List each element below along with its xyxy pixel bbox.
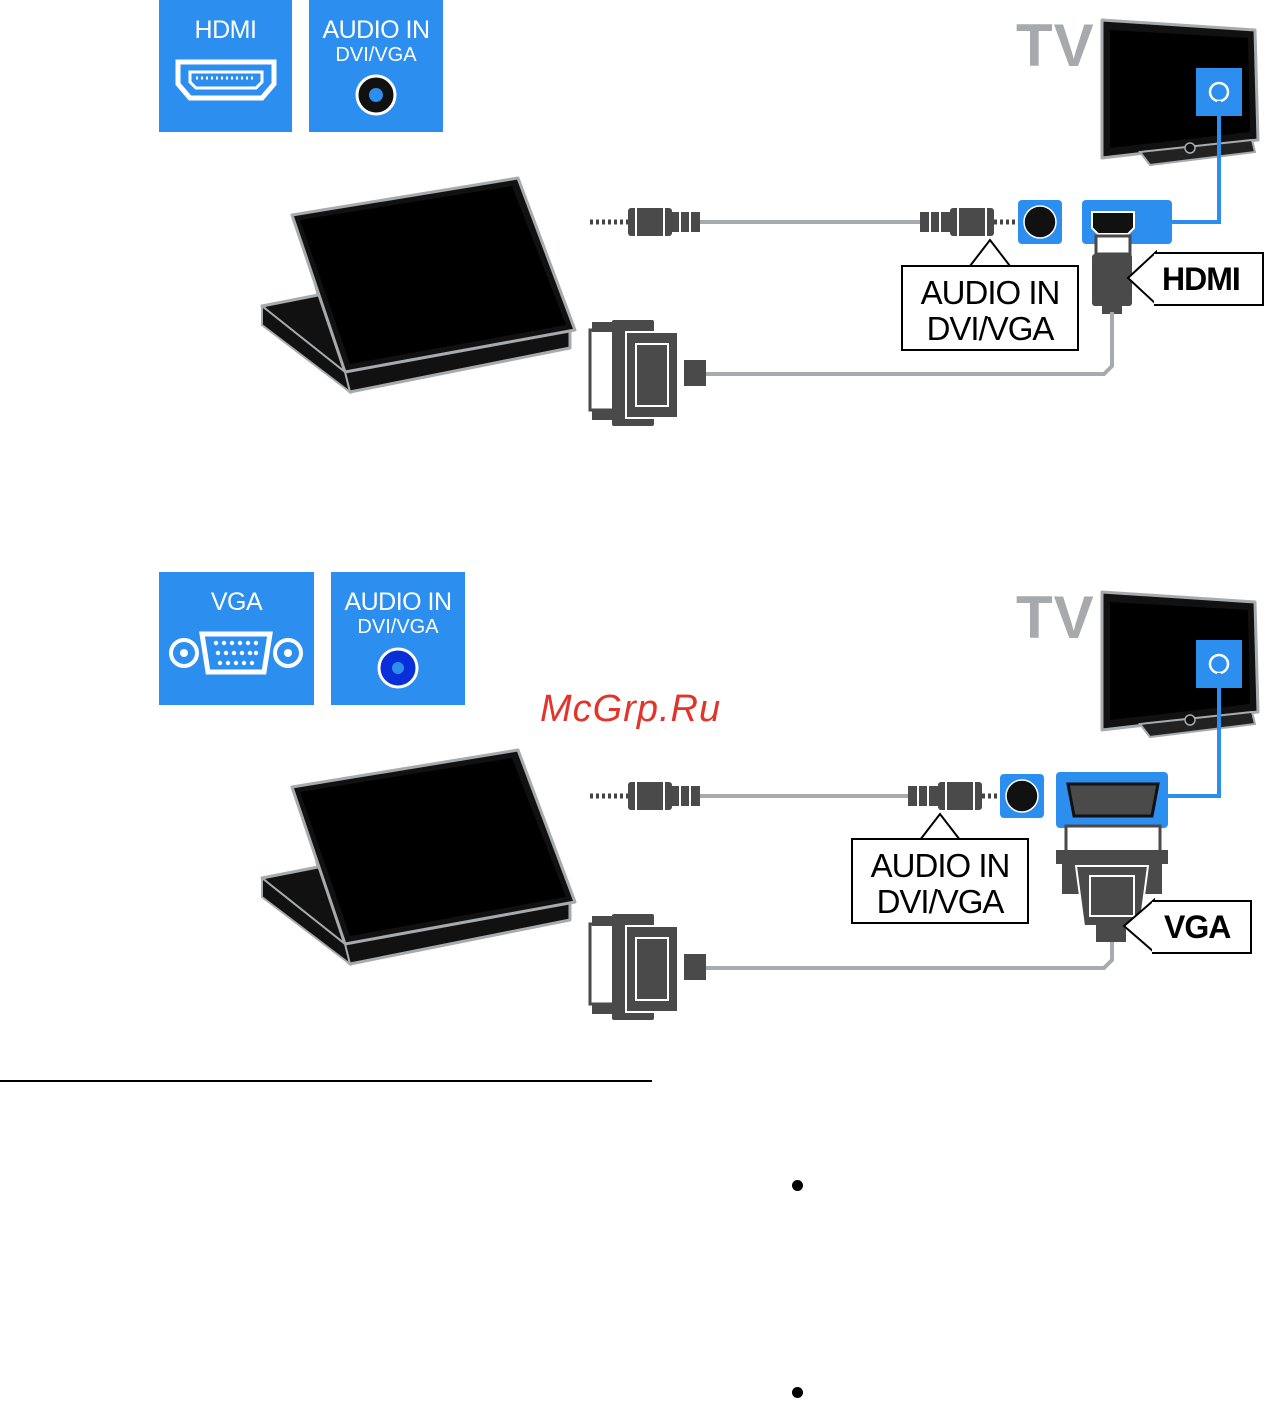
hdmi-socket-1-slot xyxy=(1092,212,1134,234)
watermark: McGrp.Ru xyxy=(540,690,721,728)
vga-plug-2-neck xyxy=(1096,924,1126,942)
dvi-cable-2 xyxy=(706,942,1112,968)
audio-plug-left-2 xyxy=(590,782,700,810)
vga-tag-box-2: VGA xyxy=(1152,900,1252,954)
bullet-1 xyxy=(792,1180,803,1191)
callout-1-line1: AUDIO IN xyxy=(903,275,1077,311)
dsub-connector-2 xyxy=(590,914,706,1020)
bullet-2 xyxy=(792,1387,803,1398)
callout-2-line1: AUDIO IN xyxy=(853,848,1027,884)
audio-in-callout-2: AUDIO IN DVI/VGA xyxy=(851,838,1029,924)
hdmi-tag-label: HDMI xyxy=(1162,263,1240,295)
hdmi-tag-pointer-1 xyxy=(1128,252,1156,304)
hdmi-plug-1-neck xyxy=(1102,300,1122,314)
section-rule xyxy=(0,1080,652,1082)
vga-plug-2-face xyxy=(1090,876,1134,916)
laptop-1 xyxy=(262,178,575,392)
callout-1-line2: DVI/VGA xyxy=(903,311,1077,347)
hdmi-plug-1-body xyxy=(1092,254,1132,306)
hdmi-plug-1 xyxy=(1096,236,1130,254)
vga-plug-2-ring xyxy=(1066,826,1160,852)
callout-pointer-2 xyxy=(920,814,960,840)
audio-plug-right-2 xyxy=(908,782,1016,810)
callout-2-line2: DVI/VGA xyxy=(853,884,1027,920)
audio-plug-left-1 xyxy=(590,208,700,236)
audio-socket-1-hole xyxy=(1024,206,1056,238)
vga-tag-label: VGA xyxy=(1164,911,1230,943)
dsub-connector-1 xyxy=(590,320,706,426)
laptop-2 xyxy=(262,750,575,964)
audio-plug-right-1 xyxy=(920,208,1028,236)
audio-socket-2-hole xyxy=(1006,780,1038,812)
hdmi-tag-box-1: HDMI xyxy=(1154,252,1264,306)
vga-plug-2-flange xyxy=(1056,850,1168,864)
vga-socket-2-slot xyxy=(1068,784,1158,816)
audio-in-callout-1: AUDIO IN DVI/VGA xyxy=(901,265,1079,351)
callout-pointer-1 xyxy=(970,240,1010,266)
